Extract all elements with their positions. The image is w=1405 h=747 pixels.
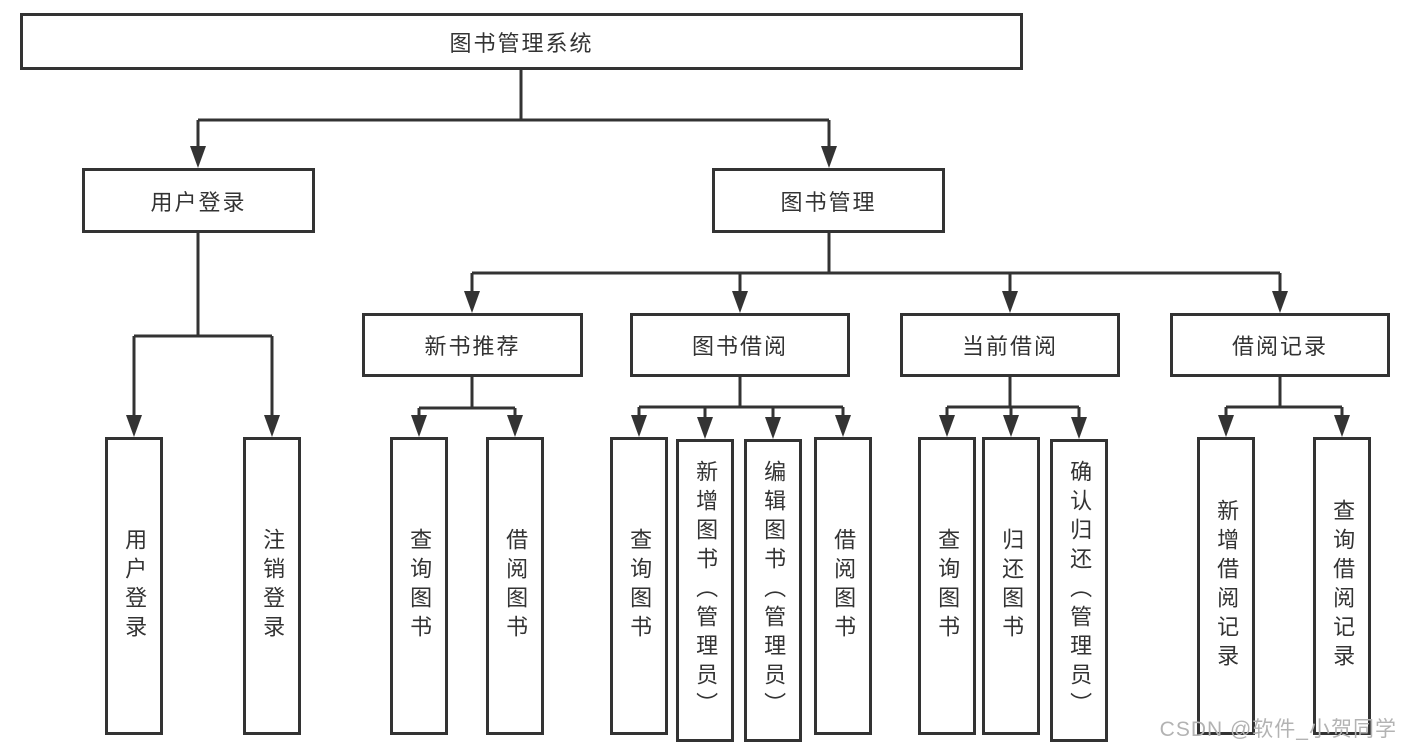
node-user-login: 用户登录 — [82, 168, 315, 233]
node-leaf-logout: 注销登录 — [243, 437, 301, 735]
node-label: 查询借阅记录 — [1330, 499, 1356, 673]
node-label: 注销登录 — [260, 528, 286, 644]
node-leaf-query-book-3: 查询图书 — [918, 437, 976, 735]
node-book-borrow: 图书借阅 — [630, 313, 850, 377]
node-label: 查询图书 — [935, 528, 961, 644]
connector-borrow-record — [1224, 377, 1344, 417]
node-label: 查询图书 — [407, 528, 433, 644]
node-leaf-confirm-return-admin: 确认归还（管理员） — [1050, 439, 1108, 742]
node-label: 新书推荐 — [424, 334, 521, 359]
node-leaf-return-book: 归还图书 — [982, 437, 1040, 735]
node-label: 当前借阅 — [961, 334, 1058, 359]
arrowhead-icon — [411, 415, 427, 437]
node-leaf-add-book-admin: 新增图书（管理员） — [676, 439, 734, 742]
node-label: 新增借阅记录 — [1214, 499, 1240, 673]
arrowhead-icon — [1334, 415, 1350, 437]
node-leaf-borrow-book-1: 借阅图书 — [486, 437, 544, 735]
arrowhead-icon — [732, 291, 748, 313]
node-borrow-record: 借阅记录 — [1170, 313, 1390, 377]
arrowhead-icon — [190, 146, 206, 168]
node-label: 图书管理系统 — [449, 30, 594, 56]
arrowhead-icon — [697, 417, 713, 439]
node-label: 归还图书 — [999, 528, 1025, 644]
arrowhead-icon — [507, 415, 523, 437]
connector-root — [196, 70, 831, 148]
arrowhead-icon — [264, 415, 280, 437]
arrowhead-icon — [1071, 417, 1087, 439]
node-current-borrow: 当前借阅 — [900, 313, 1120, 377]
node-root-system: 图书管理系统 — [20, 13, 1023, 70]
node-label: 图书借阅 — [691, 334, 788, 359]
arrowhead-icon — [765, 417, 781, 439]
node-label: 借阅图书 — [831, 528, 857, 644]
arrowhead-icon — [821, 146, 837, 168]
node-label: 用户登录 — [122, 528, 148, 644]
connector-user-login — [132, 233, 274, 417]
node-book-management: 图书管理 — [712, 168, 945, 233]
node-label: 借阅图书 — [503, 528, 529, 644]
node-label: 借阅记录 — [1231, 334, 1328, 359]
arrowhead-icon — [126, 415, 142, 437]
node-leaf-query-book-2: 查询图书 — [610, 437, 668, 735]
node-leaf-query-book-1: 查询图书 — [390, 437, 448, 735]
watermark-text: CSDN @软件_小贺同学 — [1159, 718, 1397, 741]
arrowhead-icon — [835, 415, 851, 437]
connector-book-borrow — [637, 377, 845, 419]
connector-new-book — [417, 377, 517, 417]
node-leaf-borrow-book-2: 借阅图书 — [814, 437, 872, 735]
node-new-book-recommend: 新书推荐 — [362, 313, 583, 377]
arrowhead-icon — [1218, 415, 1234, 437]
arrowhead-icon — [631, 415, 647, 437]
node-label: 图书管理 — [780, 189, 877, 215]
arrowhead-icon — [1002, 291, 1018, 313]
node-label: 确认归还（管理员） — [1067, 460, 1093, 721]
node-leaf-edit-book-admin: 编辑图书（管理员） — [744, 439, 802, 742]
node-label: 查询图书 — [627, 528, 653, 644]
node-leaf-add-borrow-record: 新增借阅记录 — [1197, 437, 1255, 735]
connector-book-management — [470, 233, 1282, 293]
node-label: 新增图书（管理员） — [693, 460, 719, 721]
arrowhead-icon — [1003, 415, 1019, 437]
node-leaf-user-login: 用户登录 — [105, 437, 163, 735]
node-label: 编辑图书（管理员） — [761, 460, 787, 721]
node-leaf-query-borrow-record: 查询借阅记录 — [1313, 437, 1371, 735]
arrowhead-icon — [939, 415, 955, 437]
connector-current-borrow — [945, 377, 1081, 419]
arrowhead-icon — [464, 291, 480, 313]
node-label: 用户登录 — [150, 189, 247, 215]
arrowhead-icon — [1272, 291, 1288, 313]
